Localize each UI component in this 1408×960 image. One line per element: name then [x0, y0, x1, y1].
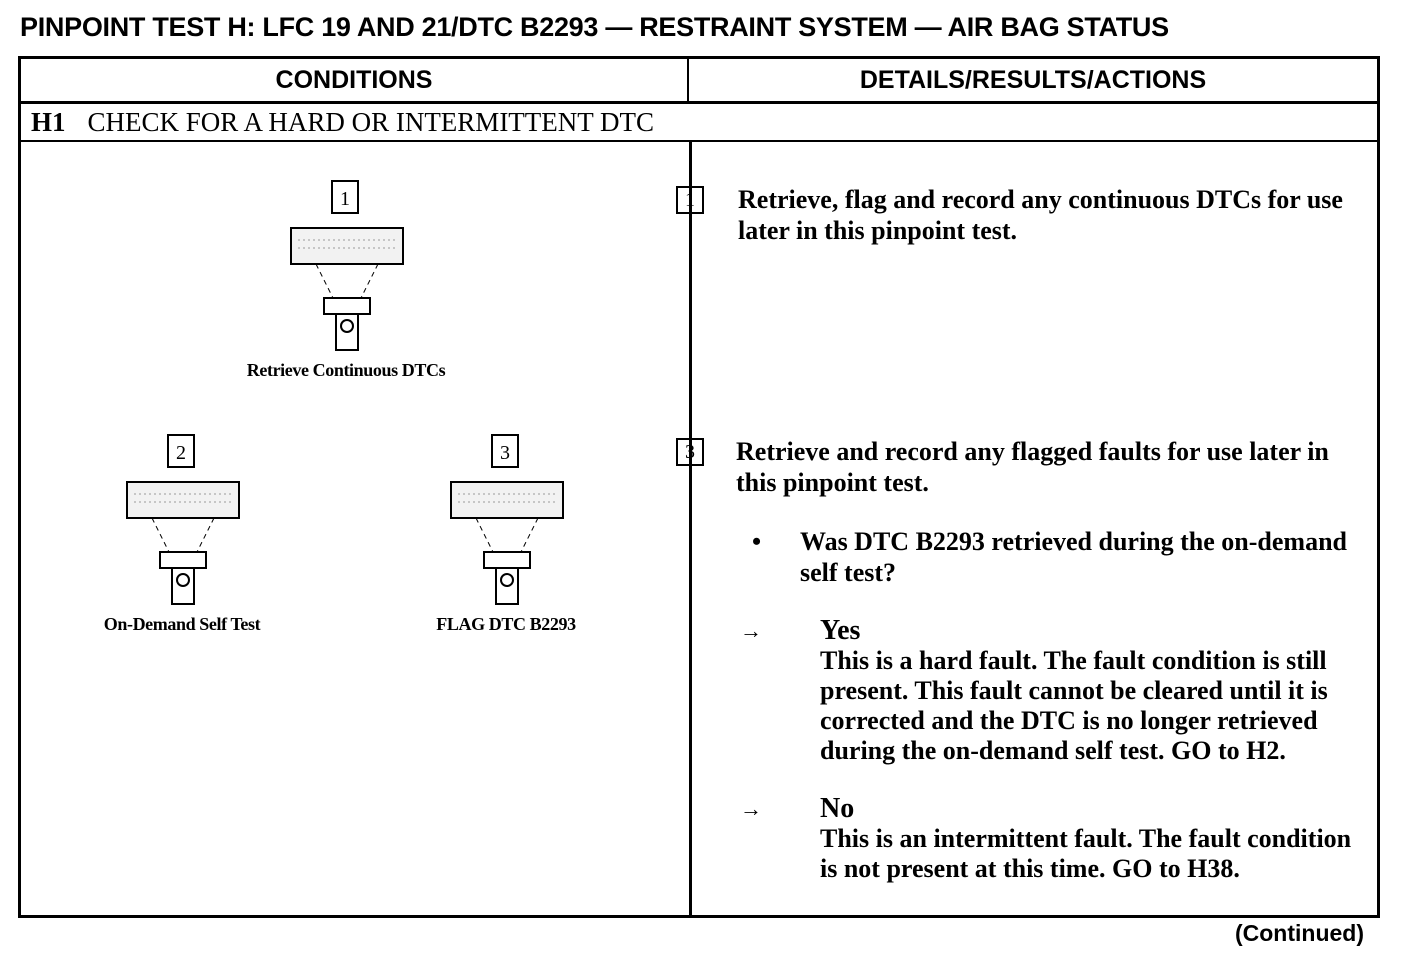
action-text: Retrieve, flag and record any continuous… [738, 185, 1343, 245]
header-divider [21, 101, 1377, 104]
continued-note: (Continued) [1234, 920, 1364, 946]
action-step-3: 3 Retrieve and record any flagged faults… [676, 436, 1356, 498]
column-divider [689, 142, 692, 915]
step-title: CHECK FOR A HARD OR INTERMITTENT DTC [87, 107, 655, 137]
conditions-header: CONDITIONS [21, 59, 689, 101]
scan-tool-icon: 1 [290, 180, 404, 351]
figure-caption: FLAG DTC B2293 [436, 614, 576, 634]
figure-caption: Retrieve Continuous DTCs [246, 360, 446, 380]
figure-retrieve-continuous-dtcs: 1 Retrieve Continuous DTCs [226, 180, 466, 381]
question-text: Was DTC B2293 retrieved during the on-de… [800, 527, 1347, 587]
action-number: 3 [676, 438, 704, 466]
scan-tool-icon: 3 [450, 434, 564, 605]
action-text: Retrieve and record any flagged faults f… [736, 437, 1329, 497]
figure-on-demand-self-test: 2 On-Demand Self Test [62, 434, 302, 635]
answer-text: This is a hard fault. The fault conditio… [820, 646, 1328, 765]
details-header: DETAILS/RESULTS/ACTIONS [859, 66, 1207, 94]
page-title: PINPOINT TEST H: LFC 19 AND 21/DTC B2293… [20, 12, 1169, 42]
figure-number: 1 [340, 188, 350, 210]
question: • Was DTC B2293 retrieved during the on-… [752, 526, 1352, 588]
figure-caption: On-Demand Self Test [103, 614, 261, 634]
figure-number: 2 [176, 442, 186, 464]
step-row: H1 CHECK FOR A HARD OR INTERMITTENT DTC [21, 104, 1377, 140]
answer-label: Yes [820, 615, 861, 646]
answer-label: No [820, 793, 855, 824]
figure-number: 3 [500, 442, 510, 464]
action-number: 1 [676, 186, 704, 214]
action-step-1: 1 Retrieve, flag and record any continuo… [676, 184, 1356, 246]
step-id: H1 [31, 107, 66, 137]
answer-no: → No This is an intermittent fault. The … [740, 794, 1360, 884]
scan-tool-icon: 2 [126, 434, 240, 605]
arrow-right-icon: → [740, 618, 762, 643]
pinpoint-test-table: CONDITIONS DETAILS/RESULTS/ACTIONS H1 CHE… [18, 56, 1380, 918]
answer-yes: → Yes This is a hard fault. The fault co… [740, 616, 1360, 766]
arrow-right-icon: → [740, 796, 762, 821]
answer-text: This is an intermittent fault. The fault… [820, 824, 1352, 883]
bullet-icon: • [752, 527, 762, 556]
step-divider [21, 140, 1377, 142]
figure-flag-dtc: 3 FLAG DTC B2293 [386, 434, 626, 635]
